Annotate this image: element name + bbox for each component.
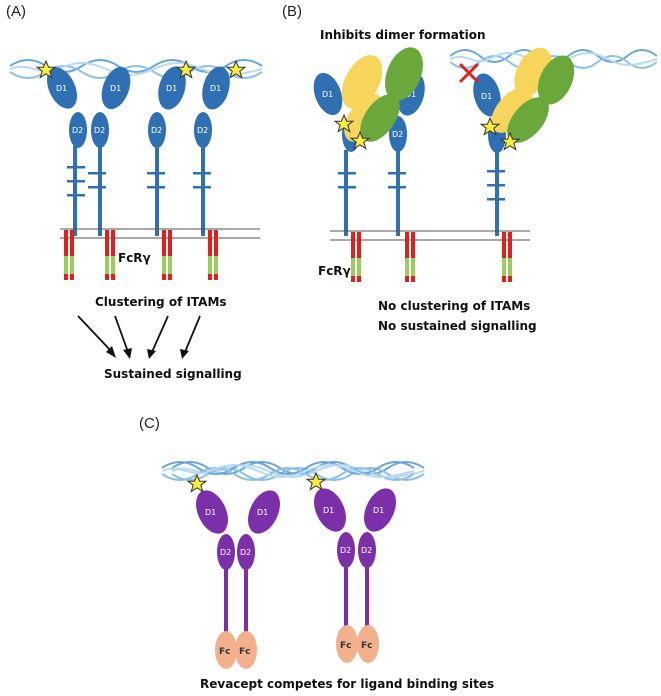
d2-label: D2 — [240, 548, 251, 557]
d2-label: D2 — [197, 126, 208, 135]
panel-a-fcr-label: FcRγ — [118, 251, 151, 265]
panel-a-label: (A) — [6, 3, 26, 20]
fc-label: Fc — [361, 641, 372, 651]
panel-b-antibody-2 — [491, 47, 575, 143]
panel-a-membrane — [59, 228, 261, 239]
d2-label: D2 — [151, 126, 162, 135]
panel-b-antibody-1 — [341, 47, 423, 142]
panel-c-collagen — [161, 461, 425, 481]
panel-a-clustering-text: Clustering of ITAMs — [95, 295, 227, 309]
panel-b-fcr-label: FcRγ — [318, 264, 351, 278]
panel-c: (C) D1 D1 D2 D2 Fc Fc — [139, 415, 494, 691]
panel-b-no-sustained-text: No sustained signalling — [378, 319, 537, 333]
blocked-cross-icon — [459, 63, 479, 83]
panel-c-revacept-1: D1 D1 D2 D2 Fc Fc — [196, 490, 280, 669]
d1-label: D1 — [205, 508, 216, 517]
panel-a: (A) D1 D2 D1 D2 — [6, 3, 263, 381]
fc-label: Fc — [239, 647, 250, 657]
d1-label: D1 — [257, 508, 268, 517]
panel-b-inhibits-text: Inhibits dimer formation — [320, 28, 486, 42]
d1-label: D1 — [166, 84, 177, 93]
panel-b-label: (B) — [282, 3, 302, 20]
d1-label: D1 — [110, 84, 121, 93]
panel-b: (B) Inhibits dimer formation D1 D1 D2 — [282, 3, 658, 333]
d1-label: D1 — [210, 84, 221, 93]
d2-label: D2 — [94, 126, 105, 135]
d2-label: D2 — [72, 126, 83, 135]
panel-a-itams — [64, 230, 218, 280]
panel-c-caption: Revacept competes for ligand binding sit… — [200, 677, 494, 691]
panel-c-label: (C) — [139, 415, 160, 432]
panel-c-revacept-2: D1 D1 D2 D2 Fc Fc — [314, 488, 396, 663]
panel-a-receptor-1: D1 D2 — [46, 67, 87, 236]
panel-a-arrows — [77, 315, 201, 359]
fc-label: Fc — [219, 647, 230, 657]
d1-label: D1 — [405, 90, 416, 99]
d2-label: D2 — [220, 548, 231, 557]
d2-label: D2 — [361, 546, 372, 555]
d2-label: D2 — [340, 546, 351, 555]
panel-a-sustained-text: Sustained signalling — [104, 367, 242, 381]
panel-b-itams — [351, 232, 512, 282]
panel-a-receptor-3: D1 D2 — [147, 66, 186, 236]
fc-label: Fc — [340, 641, 351, 651]
d2-label: D2 — [392, 130, 403, 139]
panel-b-receptor-3: D1 — [473, 73, 506, 236]
panel-a-receptor-4: D1 D2 — [193, 66, 230, 236]
d1-label: D1 — [481, 92, 492, 101]
d1-label: D1 — [373, 506, 384, 515]
panel-a-receptor-2: D1 D2 — [88, 66, 131, 236]
d1-label: D1 — [322, 90, 333, 99]
d1-label: D1 — [323, 506, 334, 515]
d1-label: D1 — [56, 84, 67, 93]
panel-b-no-clustering-text: No clustering of ITAMs — [378, 299, 530, 313]
